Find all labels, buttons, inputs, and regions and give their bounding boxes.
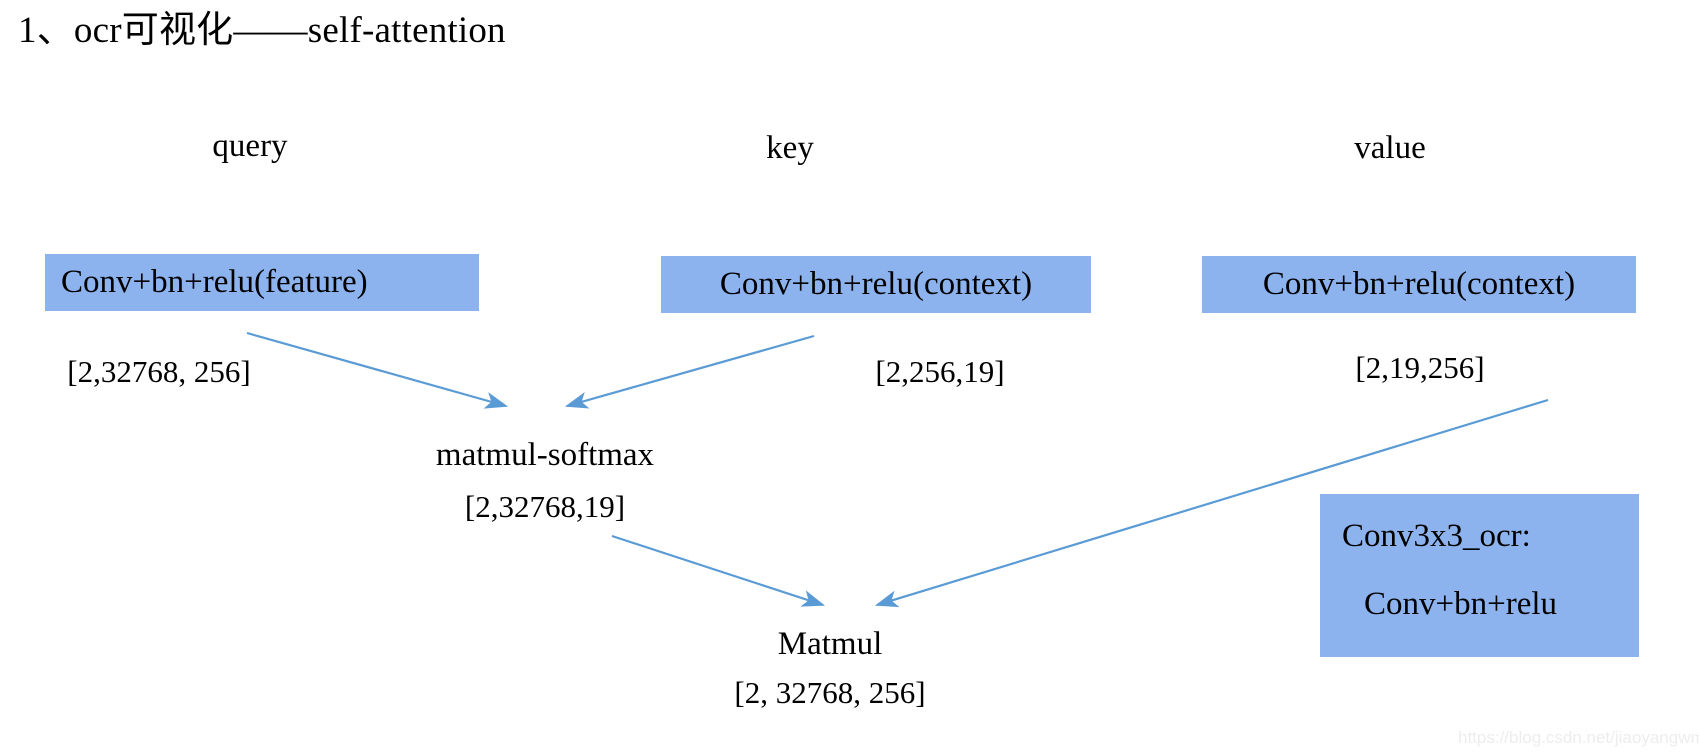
page-title: 1、ocr可视化——self-attention [18, 10, 506, 51]
matmul-node: Matmul [777, 626, 883, 662]
key-dims-label: [2,256,19] [875, 354, 1005, 389]
column-header-key: key [766, 130, 814, 166]
matmul-softmax-node: matmul-softmax [435, 437, 655, 473]
value-conv-box[interactable]: Conv+bn+relu(context) [1202, 256, 1636, 313]
query-conv-box[interactable]: Conv+bn+relu(feature) [45, 254, 479, 311]
watermark: https://blog.csdn.net/jiaoyangwm [1458, 728, 1699, 747]
matmul-softmax-dims-label: [2,32768,19] [464, 489, 626, 524]
query-dims-label: [2,32768, 256] [67, 354, 251, 389]
arrow-key-to-matmul-softmax [564, 334, 815, 409]
arrow-matmul-softmax-to-matmul [611, 534, 826, 607]
value-dims-label: [2,19,256] [1355, 350, 1485, 385]
column-header-value: value [1354, 130, 1426, 166]
conv3x3-ocr-subtitle: Conv+bn+relu [1364, 586, 1558, 622]
key-conv-box-label: Conv+bn+relu(context) [719, 266, 1033, 302]
arrow-query-to-matmul-softmax [246, 331, 509, 409]
conv3x3-ocr-title: Conv3x3_ocr: [1342, 518, 1531, 554]
conv3x3-ocr-box[interactable]: Conv3x3_ocr: Conv+bn+relu [1320, 494, 1639, 657]
column-header-query: query [212, 128, 288, 164]
query-conv-box-label: Conv+bn+relu(feature) [61, 264, 368, 300]
matmul-dims-label: [2, 32768, 256] [734, 675, 926, 710]
key-conv-box[interactable]: Conv+bn+relu(context) [661, 256, 1091, 313]
value-conv-box-label: Conv+bn+relu(context) [1262, 266, 1576, 302]
